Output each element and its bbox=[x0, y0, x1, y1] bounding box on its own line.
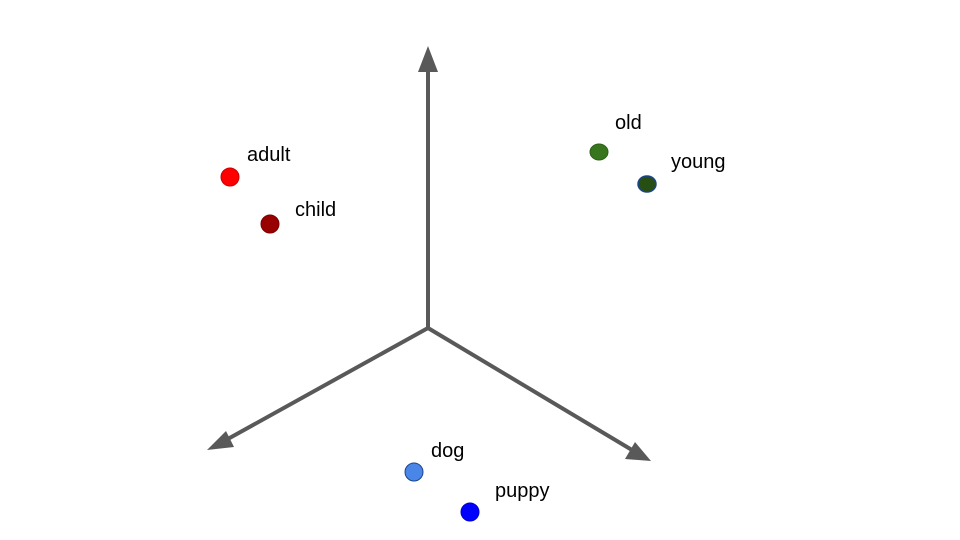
axis-left bbox=[224, 326, 430, 442]
point-puppy-marker bbox=[460, 502, 480, 522]
points: adult child old young dog puppy bbox=[220, 112, 726, 522]
point-child-label: child bbox=[295, 199, 336, 221]
point-old-marker bbox=[589, 143, 609, 161]
point-dog-label: dog bbox=[431, 440, 464, 462]
point-old: old bbox=[589, 112, 642, 161]
axes bbox=[207, 46, 651, 461]
point-young: young bbox=[637, 151, 726, 193]
axis-right bbox=[426, 326, 634, 452]
point-puppy-label: puppy bbox=[495, 480, 550, 502]
point-old-label: old bbox=[615, 112, 642, 134]
axis-vertical-arrowhead bbox=[418, 46, 438, 72]
point-young-label: young bbox=[671, 151, 726, 173]
axis-right-arrowhead bbox=[625, 442, 651, 461]
axis-left-arrowhead bbox=[207, 431, 234, 450]
point-child: child bbox=[260, 199, 336, 234]
point-young-marker bbox=[637, 175, 657, 193]
point-dog-marker bbox=[404, 462, 424, 482]
point-adult-marker bbox=[220, 167, 240, 187]
point-adult: adult bbox=[220, 144, 291, 187]
point-puppy: puppy bbox=[460, 480, 550, 522]
point-adult-label: adult bbox=[247, 144, 291, 166]
point-dog: dog bbox=[404, 440, 464, 482]
point-child-marker bbox=[260, 214, 280, 234]
